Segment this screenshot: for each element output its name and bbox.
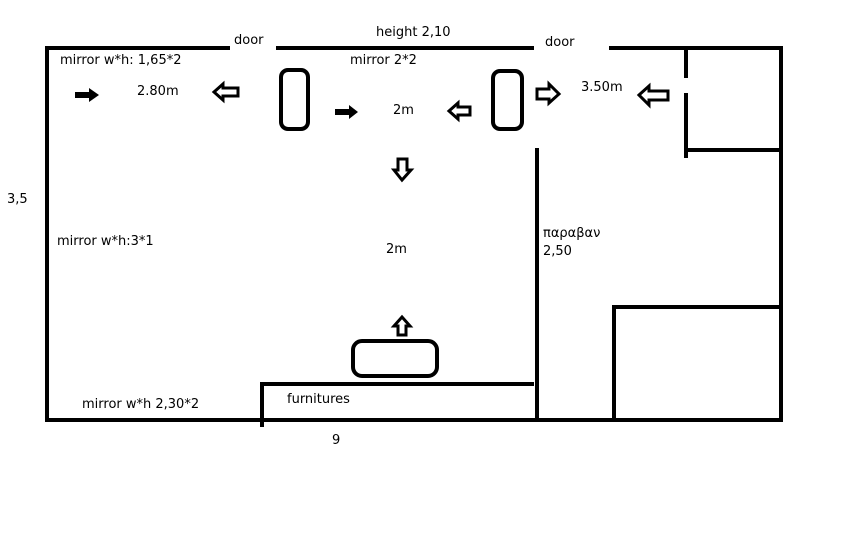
- mirror-top-center-label: mirror 2*2: [350, 53, 417, 68]
- mirror-bottom-label: mirror w*h 2,30*2: [82, 397, 200, 412]
- partition-label: παραβαν: [543, 226, 601, 241]
- distance-label-2m-top: 2m: [393, 103, 414, 118]
- light-bottom: [351, 339, 439, 378]
- door-label-left: door: [234, 33, 264, 48]
- light-left: [279, 68, 310, 131]
- arrow-right-icon: [335, 105, 358, 119]
- arrow-up-icon: [390, 314, 414, 337]
- arrow-down-icon: [390, 157, 415, 183]
- light-right: [491, 69, 524, 131]
- bottom-length-label: 9: [332, 433, 341, 448]
- mirror-top-left-label: mirror w*h: 1,65*2: [60, 53, 182, 68]
- distance-label-350: 3.50m: [581, 80, 623, 95]
- side-label-35: 3,5: [7, 192, 28, 207]
- partition-value-label: 2,50: [543, 244, 572, 259]
- arrow-left-icon: [446, 99, 472, 123]
- door-label-right: door: [545, 35, 575, 50]
- distance-label-2m-center: 2m: [386, 242, 407, 257]
- arrow-left-icon: [211, 80, 240, 104]
- arrow-right-icon: [535, 80, 562, 107]
- height-label: height 2,10: [376, 25, 451, 40]
- arrow-left-icon: [636, 82, 670, 109]
- distance-label-280: 2.80m: [137, 84, 179, 99]
- furnitures-label: furnitures: [287, 392, 350, 407]
- arrow-right-icon: [75, 88, 99, 102]
- mirror-left-wall-label: mirror w*h:3*1: [57, 234, 154, 249]
